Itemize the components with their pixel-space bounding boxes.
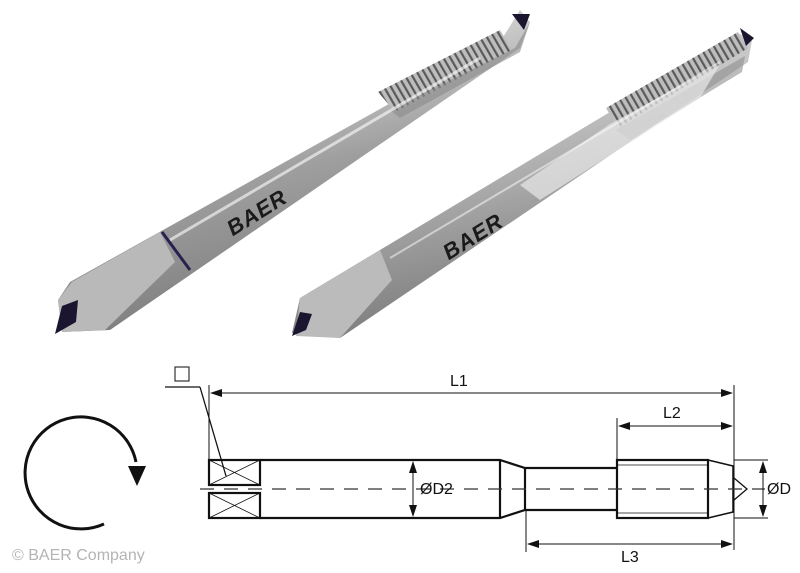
dimension-label-d2: ØD2 bbox=[420, 481, 453, 498]
tap-right bbox=[292, 28, 754, 338]
square-symbol-icon bbox=[174, 366, 190, 382]
tap-left bbox=[55, 10, 530, 334]
square-drive-end bbox=[207, 458, 262, 520]
dimension-label-l2: L2 bbox=[663, 405, 681, 422]
clockwise-rotation-icon bbox=[23, 415, 146, 531]
copyright-text: © BAER Company bbox=[12, 547, 145, 564]
dimension-label-d: ØD bbox=[767, 481, 791, 498]
dimension-label-l1: L1 bbox=[450, 373, 468, 390]
dimension-label-l3: L3 bbox=[621, 549, 639, 566]
taps-photo bbox=[55, 10, 754, 338]
